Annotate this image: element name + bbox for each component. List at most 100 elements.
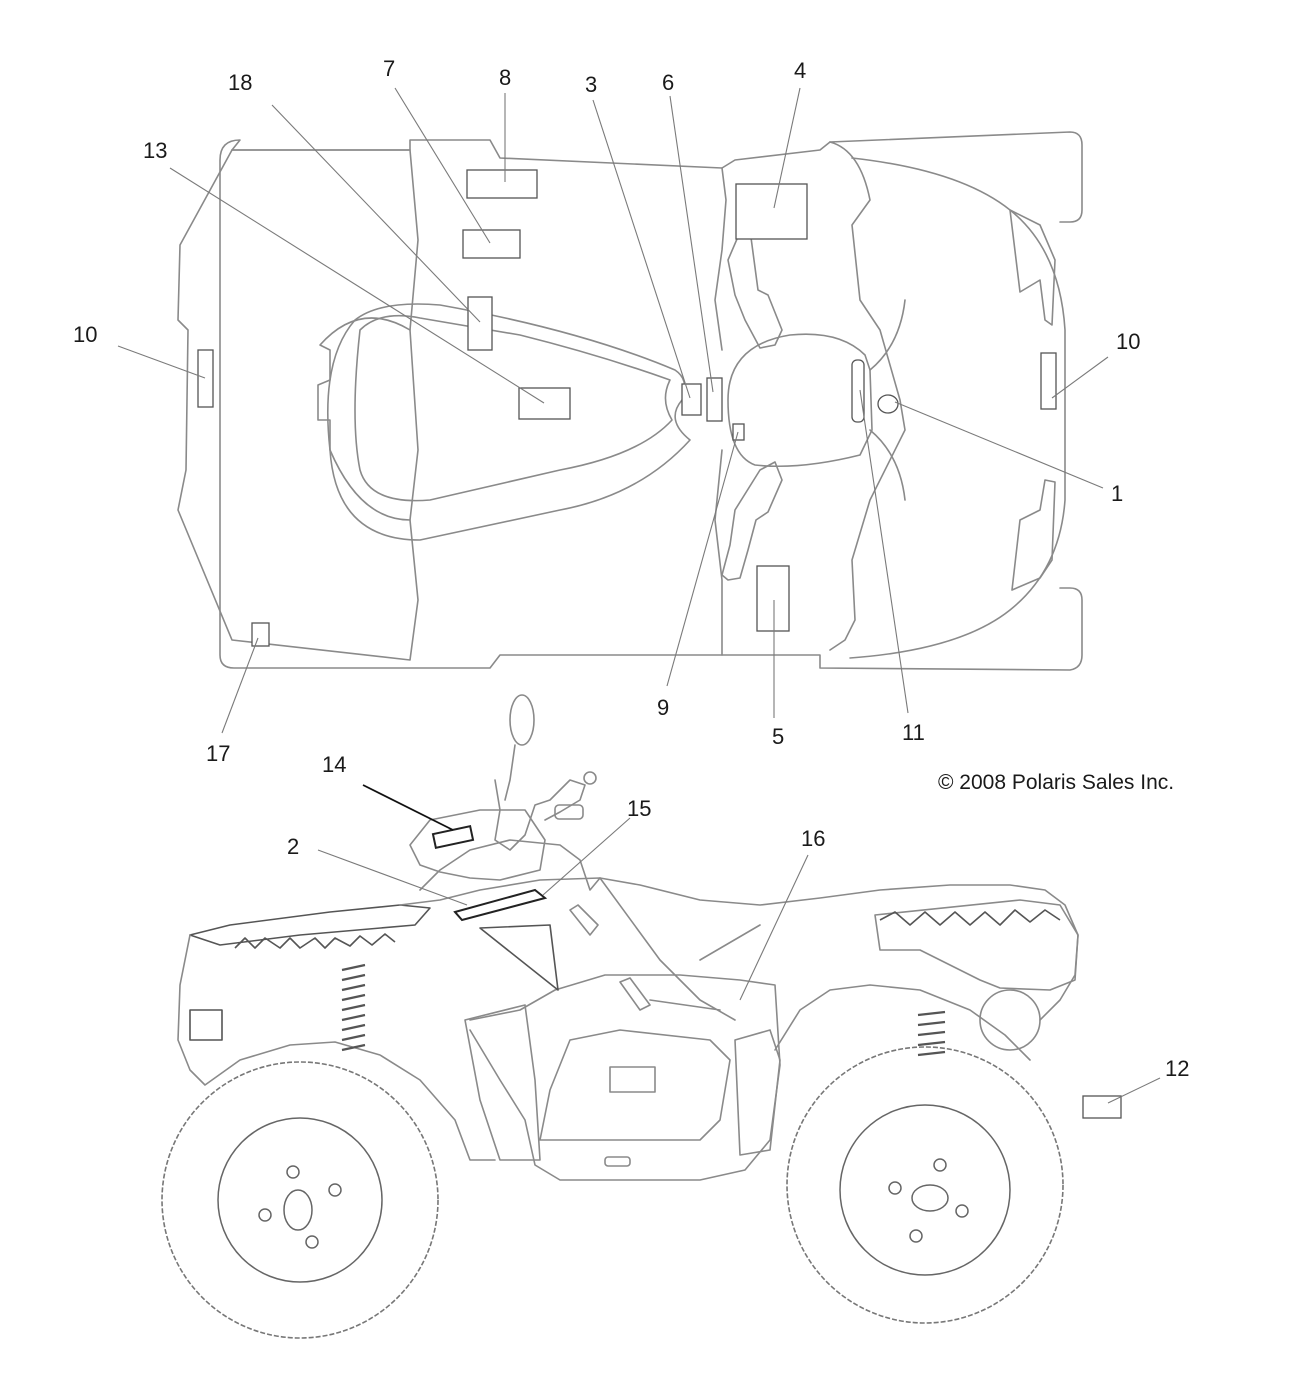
side-view-front-lower-fender — [774, 984, 1031, 1061]
side-view-front-lug — [888, 1181, 902, 1195]
leader-15 — [542, 817, 631, 896]
callout-9: 9 — [657, 695, 669, 720]
side-view-front-lug — [955, 1204, 969, 1218]
side-view-rear-fender — [177, 934, 496, 1161]
side-view-floorboard — [539, 1029, 731, 1141]
decal-5 — [756, 565, 790, 632]
leader-lines — [117, 87, 1161, 1104]
side-view-front-hub — [911, 1184, 949, 1212]
callout-16: 16 — [801, 826, 825, 851]
side-view-rear-lug — [286, 1165, 300, 1179]
top-view-rear-fender-outline — [219, 139, 1083, 671]
top-view-handlebar-right — [721, 461, 783, 581]
leader-13 — [169, 167, 545, 404]
callout-10-left: 10 — [73, 322, 97, 347]
top-view-headlight-pod — [727, 333, 873, 468]
copyright-notice: © 2008 Polaris Sales Inc. — [938, 771, 1174, 794]
callout-17: 17 — [206, 741, 230, 766]
callout-14: 14 — [322, 752, 346, 777]
callout-1: 1 — [1111, 481, 1123, 506]
side-view-arrow-graphic — [479, 924, 559, 991]
callout-5: 5 — [772, 724, 784, 749]
side-view-rear-lug — [328, 1183, 342, 1197]
leader-18 — [271, 104, 481, 323]
leader-3 — [592, 99, 691, 399]
side-view-side-vent — [569, 904, 651, 1011]
callout-12: 12 — [1165, 1056, 1189, 1081]
callout-13: 13 — [143, 138, 167, 163]
side-view-rear-rim — [217, 1117, 383, 1283]
leader-2 — [317, 849, 468, 906]
top-view-front-body — [829, 141, 906, 651]
side-view-front-tire — [786, 1046, 1064, 1324]
side-view-fuel-tank — [419, 839, 601, 891]
callout-15: 15 — [627, 796, 651, 821]
side-view-front-rack-teeth — [879, 909, 1061, 926]
callout-4: 4 — [794, 58, 806, 83]
leader-11 — [859, 389, 909, 714]
side-view-front-fender — [874, 899, 1079, 991]
side-view-taillight — [189, 1009, 223, 1041]
top-view-seat — [317, 317, 411, 521]
side-view-front-lug — [933, 1158, 947, 1172]
side-view-rear-rack-teeth — [234, 933, 396, 949]
top-view-front-vent-lower — [1011, 479, 1056, 591]
side-view — [161, 694, 1079, 1339]
decal-17 — [251, 622, 270, 647]
top-view-front-fender — [849, 157, 1066, 659]
top-view-front-nose — [869, 299, 906, 501]
decal-7 — [462, 229, 521, 259]
top-view-light-dome — [877, 394, 899, 414]
side-view-foot-peg — [604, 1156, 631, 1167]
callout-3: 3 — [585, 72, 597, 97]
callout-2: 2 — [287, 834, 299, 859]
top-view-headlight-lens — [851, 359, 865, 423]
side-view-front-lug — [909, 1229, 923, 1243]
top-view-rear-rack — [177, 149, 419, 661]
callout-6: 6 — [662, 70, 674, 95]
side-view-rear-lug — [305, 1235, 319, 1249]
top-view — [177, 131, 1083, 671]
side-view-rear-rack — [189, 904, 431, 946]
side-view-rear-fender-panel — [464, 1004, 541, 1161]
leader-9 — [666, 431, 739, 687]
leader-7 — [394, 87, 491, 244]
top-view-seat-cushion — [327, 303, 691, 541]
side-view-center-frame — [469, 974, 781, 1181]
side-view-grip-end — [583, 771, 597, 785]
callout-7: 7 — [383, 56, 395, 81]
leader-14 — [362, 784, 454, 831]
side-view-front-rim — [839, 1104, 1011, 1276]
top-view-handlebar — [727, 229, 783, 349]
side-view-headlight — [979, 989, 1041, 1051]
side-view-rear-lug — [258, 1208, 272, 1222]
decal-10-front — [1040, 352, 1057, 410]
top-view-rear-panel — [231, 131, 1083, 223]
side-view-handlebar — [494, 779, 586, 851]
side-view-front-shock — [917, 1010, 946, 1057]
decal-18 — [467, 296, 493, 351]
leader-10-right — [1051, 356, 1109, 399]
side-view-handlebar-pod — [409, 809, 546, 881]
side-view-tank-stripe — [453, 888, 548, 922]
side-view-rear-hub — [283, 1189, 313, 1231]
decal-9 — [732, 423, 745, 441]
decal-10-rear — [197, 349, 214, 408]
decal-8 — [466, 169, 538, 199]
callout-11: 11 — [902, 720, 925, 745]
leader-10-left — [117, 345, 206, 379]
side-view-engine-cover — [609, 1066, 656, 1093]
side-view-grip — [554, 804, 584, 820]
side-view-rear-tire — [161, 1061, 439, 1339]
leader-12 — [1107, 1077, 1161, 1104]
callout-10-right: 10 — [1116, 329, 1140, 354]
side-view-rear-shock — [341, 963, 366, 1052]
side-view-mirror-stem — [504, 744, 516, 801]
callout-labels: 18 7 8 3 6 4 13 10 10 1 9 5 11 17 14 15 … — [73, 56, 1189, 1081]
decal-4 — [735, 183, 808, 240]
top-view-decals — [197, 169, 1057, 647]
top-view-seat-inner — [354, 314, 673, 502]
leader-17 — [221, 637, 259, 734]
top-view-center-console — [714, 167, 727, 656]
